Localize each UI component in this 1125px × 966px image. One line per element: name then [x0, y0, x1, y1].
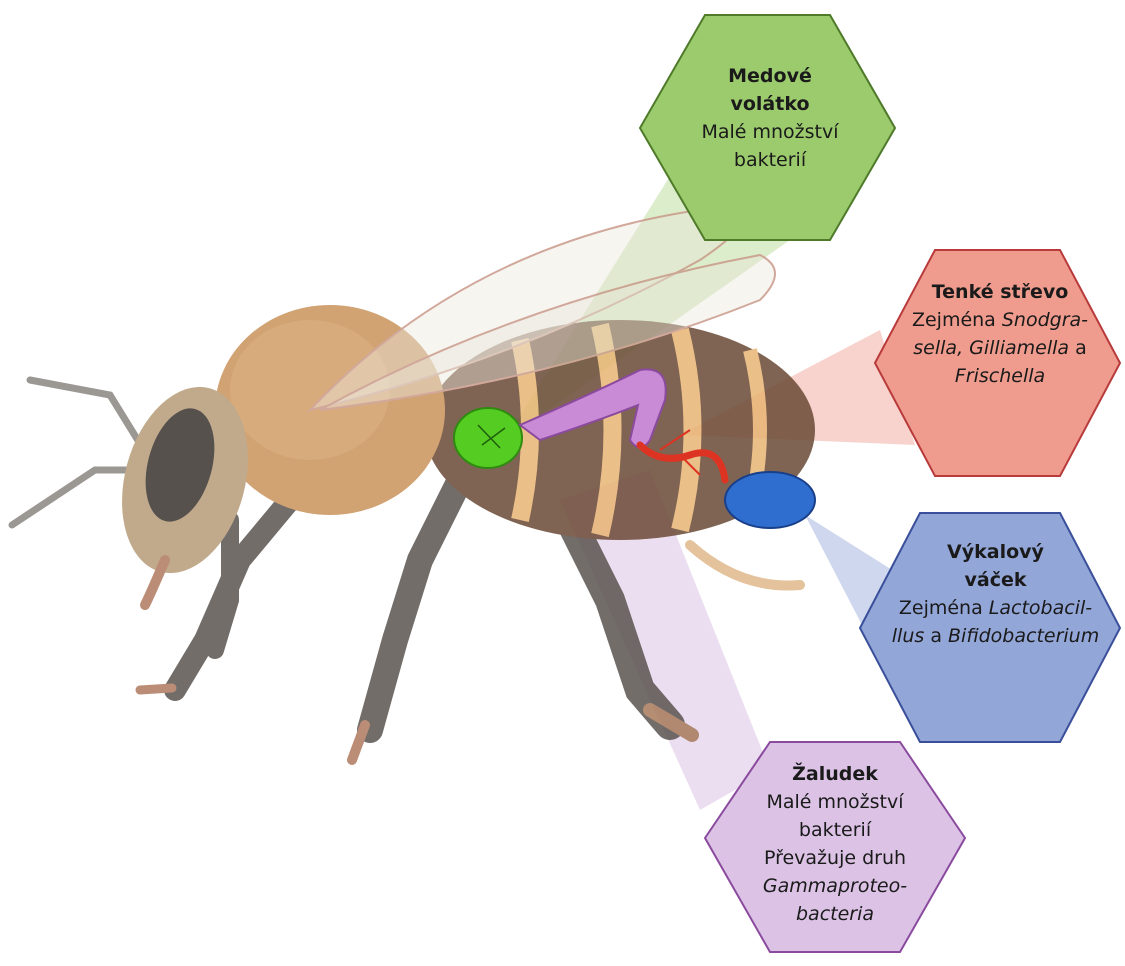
midgut-line-3: Převažuje druh	[740, 844, 930, 872]
front-leg-foot	[140, 688, 172, 690]
mid-leg-foot	[352, 725, 365, 760]
crop-label: Medové volátko Malé množství bakterií	[690, 62, 850, 174]
ileum-label: Tenké střevo Zejména Snodgra- sella, Gil…	[895, 278, 1105, 390]
antenna	[30, 380, 150, 460]
crop-organ	[454, 408, 522, 468]
ileum-line-1: Zejména Snodgra-	[895, 306, 1105, 334]
crop-line-2: bakterií	[690, 146, 850, 174]
ileum-title: Tenké střevo	[895, 278, 1105, 306]
rectum-title-2: váček	[868, 566, 1123, 594]
crop-title: Medové volátko	[690, 62, 850, 118]
rectum-line-1: Zejména Lactobacil-	[868, 594, 1123, 622]
rectum-organ	[725, 472, 815, 528]
rectum-title-1: Výkalový	[868, 538, 1123, 566]
midgut-line-4: Gammaproteo-	[740, 872, 930, 900]
stinger	[690, 545, 800, 586]
midgut-line-2: bakterií	[740, 816, 930, 844]
mid-leg	[370, 480, 460, 730]
rectum-line-2: llus a Bifidobacterium	[868, 622, 1123, 650]
midgut-line-1: Malé množství	[740, 788, 930, 816]
crop-line-1: Malé množství	[690, 118, 850, 146]
rectum-label: Výkalový váček Zejména Lactobacil- llus …	[868, 538, 1123, 650]
midgut-label: Žaludek Malé množství bakterií Převažuje…	[740, 760, 930, 928]
midgut-title: Žaludek	[740, 760, 930, 788]
ileum-line-3: Frischella	[895, 362, 1105, 390]
midgut-line-5: bacteria	[740, 900, 930, 928]
ileum-line-2: sella, Gilliamella a	[895, 334, 1105, 362]
